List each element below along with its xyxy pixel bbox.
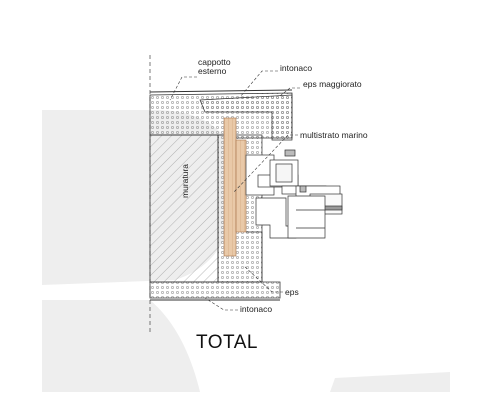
label-intonaco-bottom: intonaco xyxy=(240,304,273,314)
jamb-lining xyxy=(246,231,263,282)
label-intonaco-top: intonaco xyxy=(280,63,313,73)
eps-maggiorato xyxy=(199,94,293,141)
multistrato-marino-2 xyxy=(235,139,247,233)
label-eps-maggiorato: eps maggiorato xyxy=(303,79,362,89)
eps-bottom-band xyxy=(149,281,281,299)
window-frame xyxy=(245,149,343,239)
label-cappotto-esterno: cappotto esterno xyxy=(198,57,231,76)
intonaco-outline xyxy=(149,89,293,301)
muratura-block xyxy=(149,134,219,283)
caption-total: TOTAL xyxy=(196,332,258,353)
leader-lines xyxy=(169,70,300,311)
multistrato-marino xyxy=(223,117,237,257)
label-eps: eps xyxy=(285,287,299,297)
label-multistrato-marino: multistrato marino xyxy=(300,130,368,140)
label-muratura: muratura xyxy=(180,163,190,198)
